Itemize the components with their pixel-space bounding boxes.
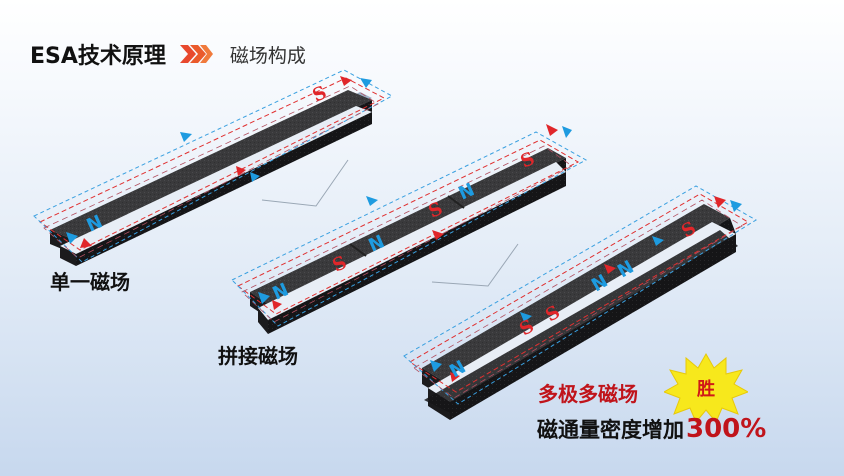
slide-subtitle: 磁场构成 xyxy=(229,44,306,67)
slide-title: ESA技术原理 xyxy=(30,44,166,69)
label-spliced-field: 拼接磁场 xyxy=(218,344,298,368)
multipole-magnet xyxy=(403,185,757,420)
header: ESA技术原理 磁场构成 xyxy=(30,34,306,74)
badge-text: 胜 xyxy=(697,379,715,400)
label-single-field: 单一磁场 xyxy=(50,270,130,294)
single-magnet xyxy=(33,69,394,266)
double-chevron-icon xyxy=(179,43,214,65)
starburst-icon xyxy=(662,352,750,423)
spliced-magnet xyxy=(231,124,588,334)
flux-percent: 300% xyxy=(686,414,767,444)
starburst-badge: 胜 xyxy=(662,352,750,424)
flux-text: 磁通量密度增加 xyxy=(537,418,684,442)
label-flux-increase: 磁通量密度增加300% xyxy=(537,414,766,444)
label-multipole-field: 多极多磁场 xyxy=(538,382,638,406)
